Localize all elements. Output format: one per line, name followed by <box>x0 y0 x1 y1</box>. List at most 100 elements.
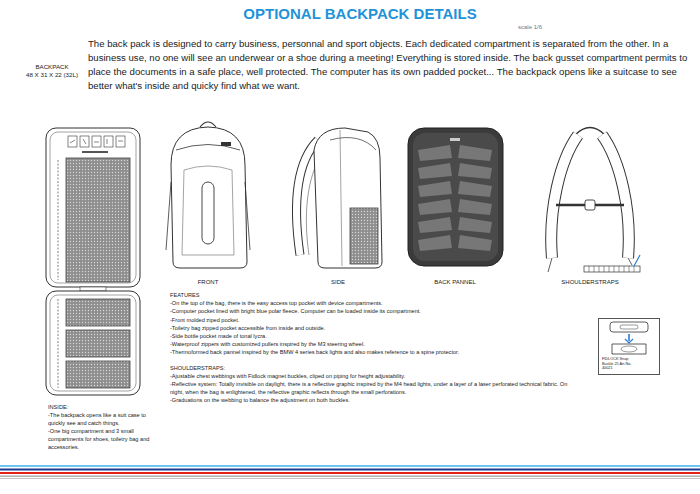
title-holder: OPTIONAL BACKPACK DETAILS <box>243 5 476 22</box>
front-view-part <box>182 166 234 255</box>
strap-note: -Graduations on the webbing to balance t… <box>170 396 580 404</box>
view-label-holder: SIDE <box>331 279 345 286</box>
inside-column: INSIDE:-The backpack opens like a suit c… <box>48 403 152 451</box>
inside-view-part <box>66 299 130 326</box>
inside-view-part <box>82 151 108 153</box>
inside-view-part <box>50 132 136 283</box>
color-stripes-part <box>0 465 700 467</box>
dimension-holder: 48 X 31 X 22 (32L) <box>26 71 78 78</box>
inside-view-part <box>66 330 130 357</box>
inside-view <box>46 128 140 395</box>
view-label: BACK PANNEL <box>434 279 476 286</box>
side-view-part <box>340 130 342 266</box>
buckle-illustration-part <box>620 325 638 329</box>
feature-note: -Waterproof zippers with customized pull… <box>170 340 580 348</box>
back-panel-view-part-part <box>418 199 452 215</box>
shoulderstraps-view-part <box>551 135 578 258</box>
shoulderstraps-view-part <box>589 266 634 272</box>
back-panel-view-part-part <box>458 181 492 197</box>
feature-note: -On the top of the bag, there is the eas… <box>170 299 580 307</box>
feature-note: -Toiletry bag zipped pocket accessible f… <box>170 324 580 332</box>
inside-view-part <box>58 299 59 388</box>
buckle-illustration <box>610 322 648 354</box>
inside-view-part <box>66 158 130 282</box>
description-paragraph: The back pack is designed to carry busin… <box>88 37 695 93</box>
side-view <box>297 128 382 268</box>
back-panel-view-part-part <box>418 163 452 179</box>
inside-view-part <box>58 160 59 280</box>
back-panel-view-part <box>413 133 498 261</box>
scale-note: scale 1/6 <box>518 24 542 31</box>
view-label: FRONT <box>198 279 219 286</box>
inset-caption: FIDLOCK Snap Buckle 25 Art.No. 40021 <box>602 357 636 371</box>
description-paragraph-holder: The back pack is designed to carry busin… <box>88 37 695 93</box>
view-label: SHOULDERSTRAPS <box>561 279 618 286</box>
inside-view-part <box>66 361 130 388</box>
shoulderstraps-view-part <box>602 135 629 258</box>
sheet-title: OPTIONAL BACKPACK DETAILS <box>243 5 476 22</box>
section-heading: FEATURES <box>170 291 580 299</box>
feature-note: -Thermoformed back pannel inspired by th… <box>170 348 580 356</box>
inside-view-part <box>46 128 140 287</box>
view-label-holder: SHOULDERSTRAPS <box>561 279 618 286</box>
back-panel-view-part-part <box>418 181 452 197</box>
shoulderstraps-view-part <box>634 255 640 266</box>
scale-note-holder: scale 1/6 <box>518 24 542 31</box>
feature-note: -Side bottle pocket made of tonal lycra. <box>170 332 580 340</box>
back-panel-view-part-part <box>458 235 492 251</box>
inside-view-part <box>46 291 140 395</box>
shoulderstraps-view-part <box>584 266 640 272</box>
side-view-part <box>350 208 378 264</box>
inside-view-part <box>92 136 101 147</box>
features-column: FEATURES-On the top of the bag, there is… <box>170 291 580 405</box>
back-panel-view-part <box>408 128 503 266</box>
color-stripes-part <box>0 469 700 471</box>
inset-box: FIDLOCK Snap Buckle 25 Art.No. 40021 <box>598 318 660 375</box>
front-view-part <box>221 142 231 146</box>
back-panel-view-part <box>450 138 460 141</box>
product-name: BACKPACK <box>35 63 68 70</box>
back-panel-view-part-part <box>458 163 492 179</box>
inside-view-part <box>50 295 136 391</box>
feature-note: -Front molded ziped pocket. <box>170 316 580 324</box>
back-panel-view-part-part <box>418 145 452 161</box>
color-stripes-part <box>0 476 700 477</box>
strap-note: -Reflective system: Totally invisible on… <box>170 380 580 396</box>
buckle-illustration-part <box>625 339 633 343</box>
inside-note: -One big compartment and 3 small compart… <box>48 427 152 451</box>
shoulderstraps-view-part <box>575 128 605 136</box>
view-label: SIDE <box>331 279 345 286</box>
section-heading: INSIDE: <box>48 403 152 411</box>
inside-view-part <box>104 136 113 147</box>
front-view-part <box>171 127 247 268</box>
color-stripes <box>0 465 700 479</box>
view-label-holder: BACK PANNEL <box>434 279 476 286</box>
strap-note: -Ajustable chest webbings with Fidlock m… <box>170 372 580 380</box>
front-view <box>166 122 250 268</box>
buckle-illustration-part <box>628 334 630 341</box>
view-label-holder: FRONT <box>198 279 219 286</box>
color-stripes-part <box>0 472 700 474</box>
back-panel-view <box>408 128 503 266</box>
front-view-part <box>200 122 216 127</box>
back-panel-view-part-part <box>458 199 492 215</box>
side-view-part <box>330 138 376 150</box>
back-panel-view-part <box>418 145 492 251</box>
buckle-illustration-part <box>610 322 648 332</box>
dimension: 48 X 31 X 22 (32L) <box>26 71 78 78</box>
back-panel-view-part-part <box>458 145 492 161</box>
back-panel-view-part-part <box>418 217 452 233</box>
shoulderstraps-view-part <box>551 135 578 258</box>
feature-note: -Computer pocket lined with bright blue … <box>170 307 580 315</box>
inside-view-part <box>70 139 123 144</box>
back-panel-view-part-part <box>458 217 492 233</box>
buckle-illustration-part <box>621 346 637 352</box>
front-view-part <box>202 182 214 244</box>
front-view-part <box>166 182 250 250</box>
side-view-part <box>314 128 382 268</box>
color-stripes-part <box>0 478 700 479</box>
buckle-illustration-part <box>612 344 646 354</box>
section-heading: SHOULDERSTRAPS: <box>170 364 580 372</box>
shoulderstraps-view-part <box>602 135 629 258</box>
